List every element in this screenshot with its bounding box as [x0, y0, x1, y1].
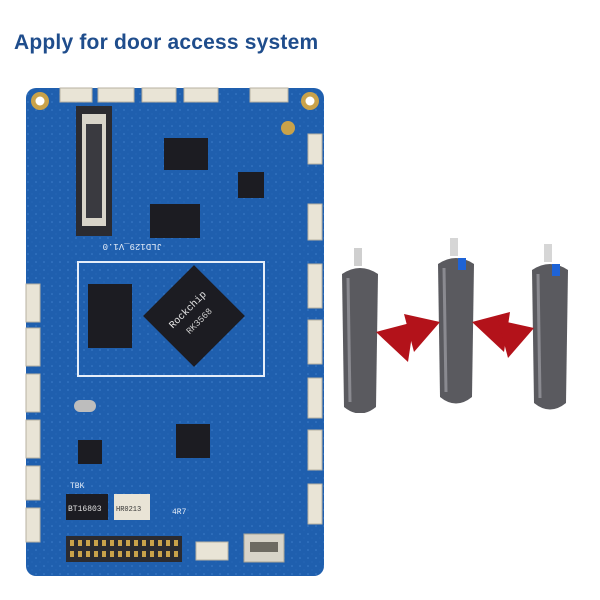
- small-mark: 4R7: [172, 508, 187, 517]
- ic-chip: [176, 424, 210, 458]
- header-pin: [70, 540, 74, 546]
- left-connectors: [25, 283, 41, 543]
- page-title: Apply for door access system: [14, 31, 319, 54]
- ic-chip: [78, 440, 102, 464]
- serial-left: BT16803: [68, 505, 102, 514]
- pin-header: [66, 536, 182, 562]
- header-pin: [174, 551, 178, 557]
- connector-label: TBK: [70, 482, 85, 491]
- header-pin: [126, 540, 130, 546]
- header-pin: [150, 540, 154, 546]
- turnstile-gates-image: [326, 238, 588, 414]
- header-pin: [78, 551, 82, 557]
- header-pin: [158, 551, 162, 557]
- header-pin: [86, 551, 90, 557]
- soc-chip: Rockchip RK3568: [143, 265, 245, 367]
- header-pin: [134, 540, 138, 546]
- header-pin: [118, 540, 122, 546]
- turnstile-gate: [342, 248, 414, 414]
- header-pin: [94, 551, 98, 557]
- top-connectors: [59, 87, 289, 103]
- header-pin: [78, 540, 82, 546]
- header-pin: [118, 551, 122, 557]
- crystal: [74, 400, 96, 412]
- header-pin: [166, 551, 170, 557]
- hdmi-port: [243, 533, 285, 563]
- header-pin: [126, 551, 130, 557]
- header-pin: [110, 551, 114, 557]
- turnstile-gate: [404, 238, 510, 404]
- header-pins: [70, 540, 178, 557]
- serial-right: HR0213: [116, 506, 141, 514]
- ic-chip: [238, 172, 264, 198]
- soc-frame: [77, 261, 265, 377]
- pmic-chip: [88, 284, 132, 348]
- mounting-holes: [31, 92, 319, 110]
- board-label: JLD129_V1.0: [103, 241, 162, 251]
- memory-chip: [150, 204, 200, 238]
- header-pin: [86, 540, 90, 546]
- header-pin: [134, 551, 138, 557]
- header-pin: [142, 540, 146, 546]
- antenna-connector: [281, 121, 295, 135]
- circuit-board-image: Rockchip RK3568 JLD129_V1.0 BT16803 HR02…: [18, 84, 328, 584]
- header-pin: [70, 551, 74, 557]
- header-pin: [102, 540, 106, 546]
- header-pin: [102, 551, 106, 557]
- m2-slot: [76, 106, 112, 236]
- header-pin: [142, 551, 146, 557]
- turnstile-gate: [498, 244, 568, 410]
- header-pin: [110, 540, 114, 546]
- header-pin: [158, 540, 162, 546]
- header-pin: [150, 551, 154, 557]
- header-pin: [174, 540, 178, 546]
- header-pin: [94, 540, 98, 546]
- ethernet-magnetics: BT16803 HR0213: [66, 494, 150, 520]
- usb-connector: [195, 541, 229, 561]
- right-connectors: [307, 133, 323, 525]
- header-pin: [166, 540, 170, 546]
- ic-chip: [164, 138, 208, 170]
